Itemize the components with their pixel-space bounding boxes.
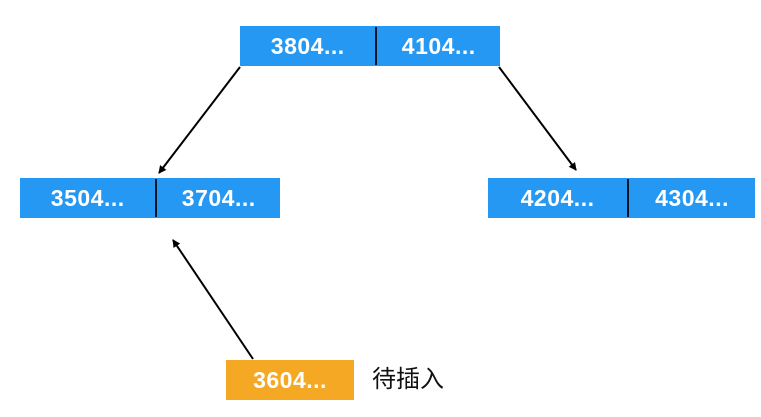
node-left-child: 3504... 3704... [20,178,280,218]
pending-label: 待插入 [372,366,444,393]
cell-divider [375,27,378,65]
edge-pending-to-left-child [172,239,254,360]
node-pending-key-1: 3604... [253,366,327,393]
node-right-child-key-2: 4304... [655,184,729,211]
node-pending: 3604... [226,360,354,400]
node-right-child: 4204... 4304... [488,178,755,218]
node-left-child-key-1: 3504... [50,184,125,211]
node-root-key-2: 4104... [401,32,476,59]
node-left-child-key-2: 3704... [181,184,256,211]
cell-divider [627,179,630,217]
node-right-child-key-1: 4204... [520,184,595,211]
cell-divider [155,179,158,217]
node-root: 3804... 4104... [240,26,500,66]
edge-root-to-right-child [498,66,577,171]
edge-root-to-left-child [158,66,241,174]
node-root-key-1: 3804... [270,32,345,59]
